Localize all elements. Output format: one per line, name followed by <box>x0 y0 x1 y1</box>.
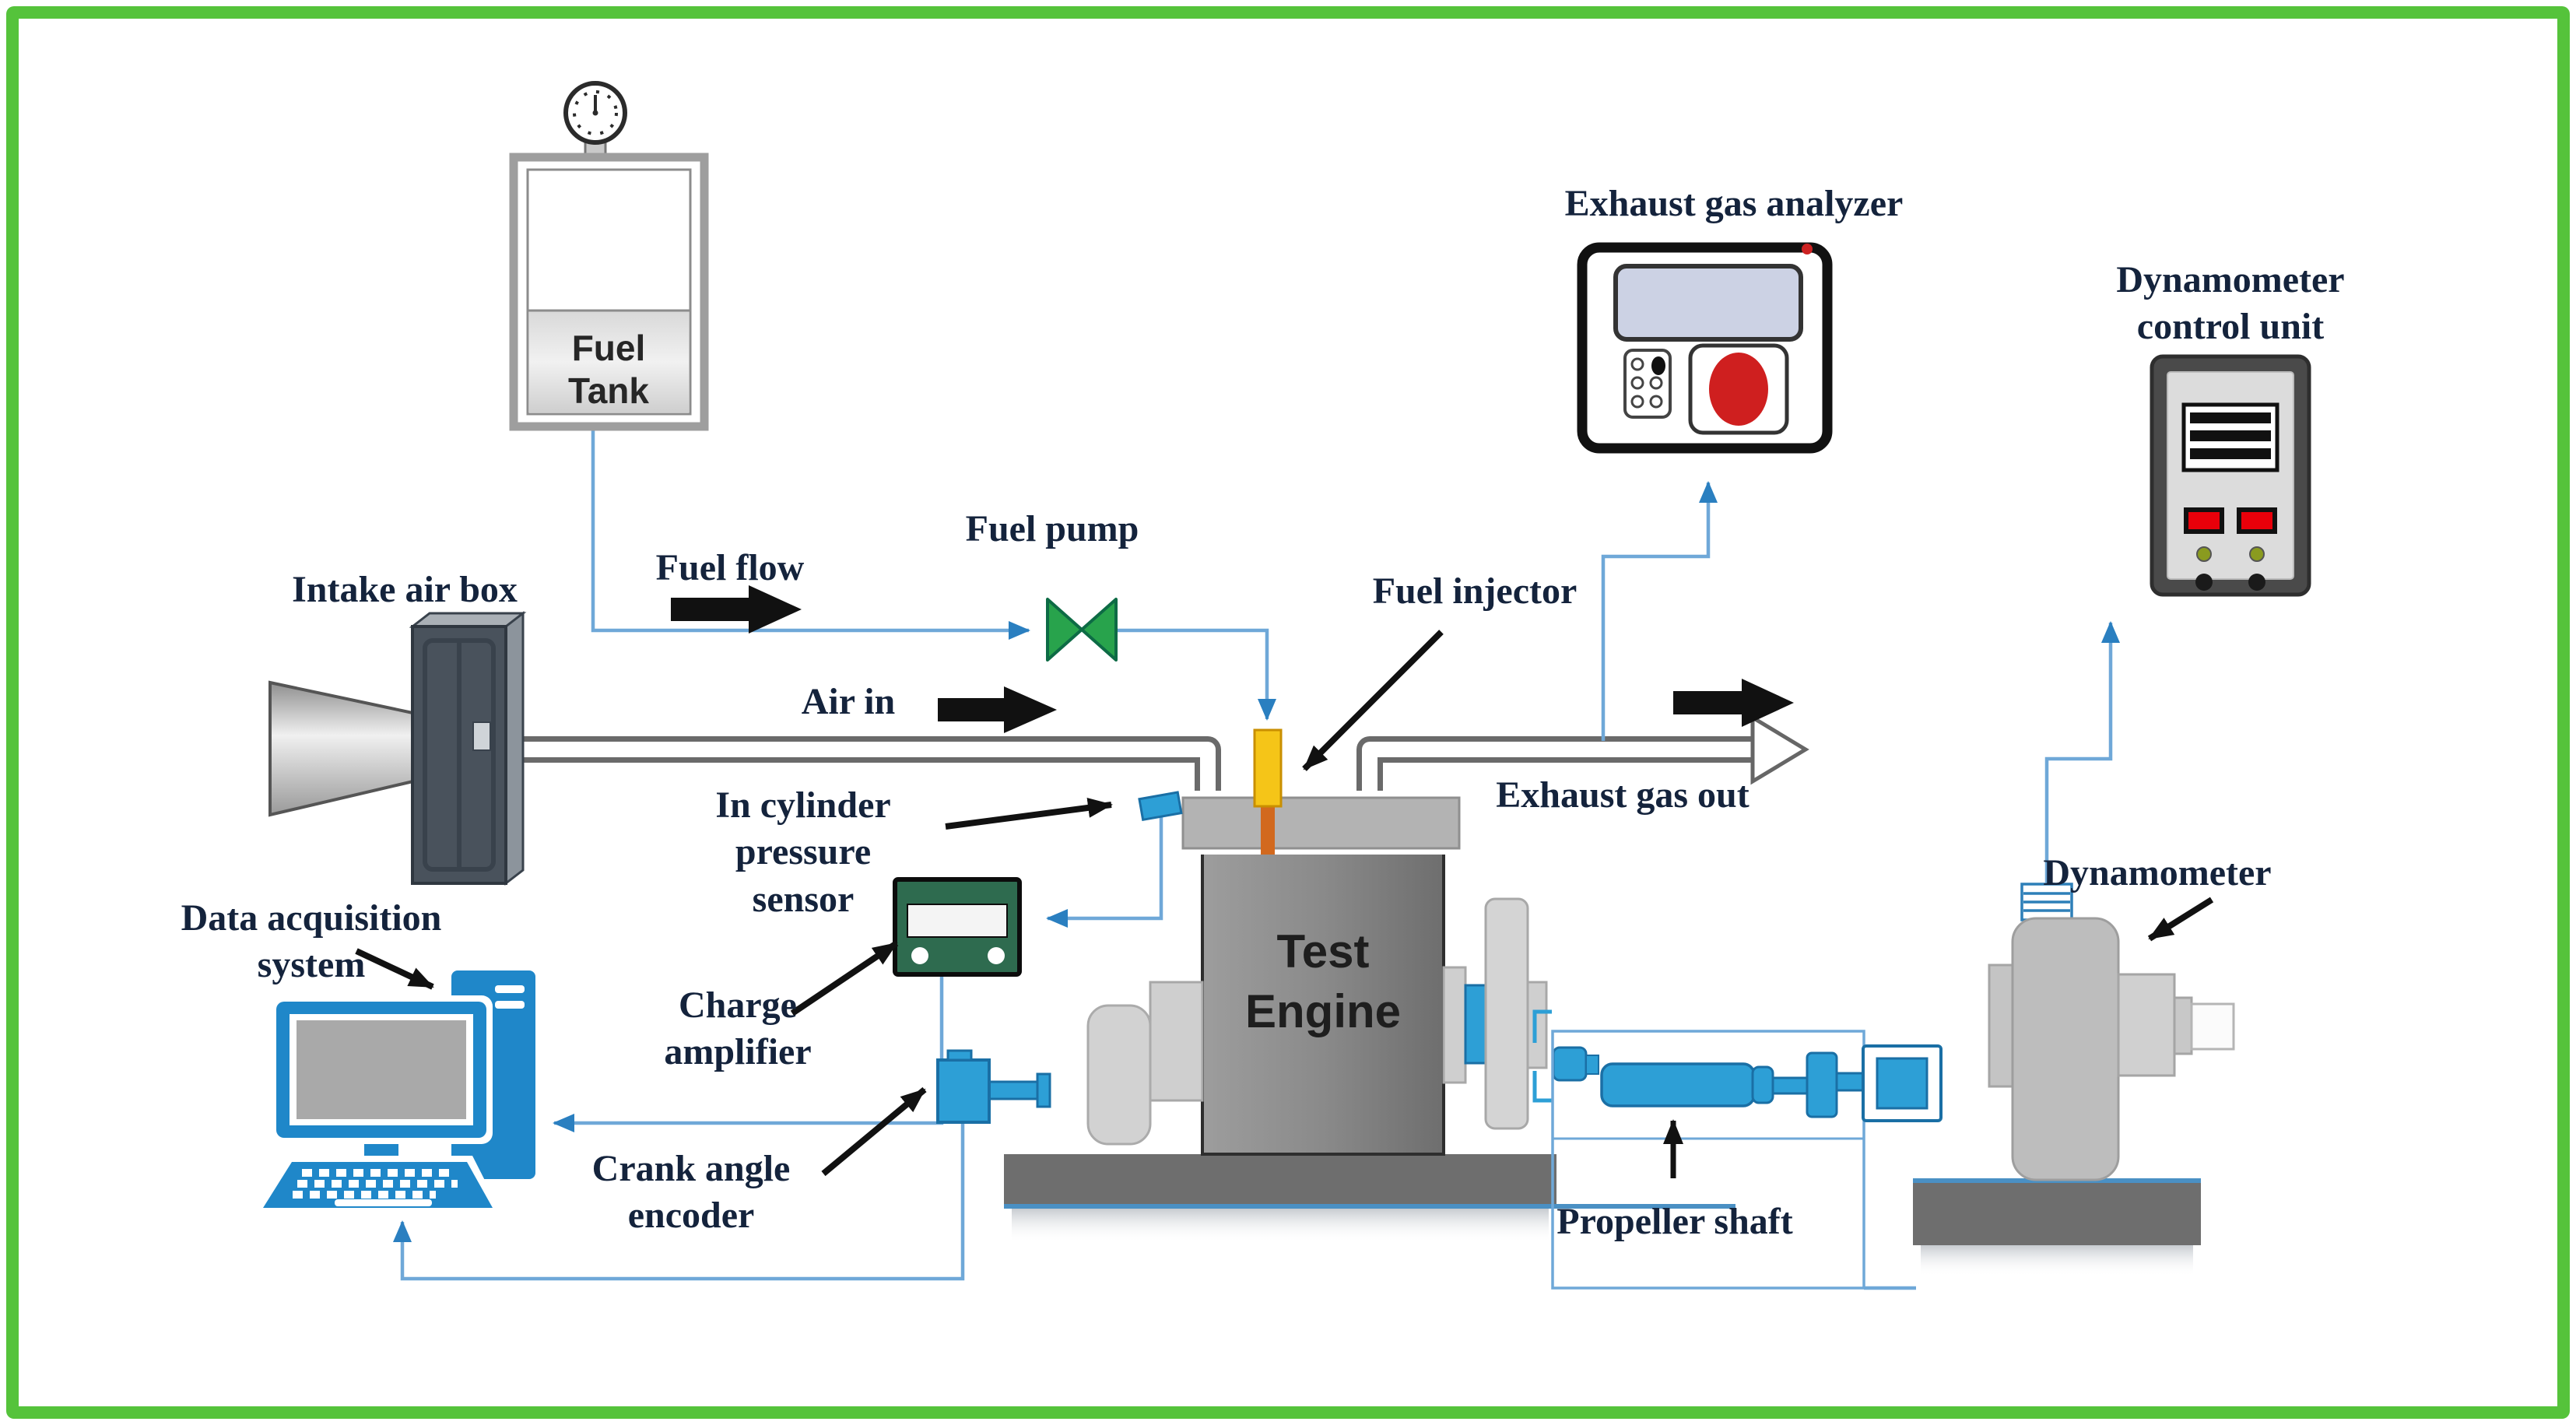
fuel-line-tank-to-pump <box>591 428 1030 640</box>
exhaust-out-arrow-icon <box>1673 679 1794 727</box>
control-knob-icon <box>2195 574 2213 591</box>
label-in-cylinder-pressure-sensor: In cylinder pressure sensor <box>715 784 891 920</box>
flow-arrows <box>671 585 1794 733</box>
fuel-injector-pointer <box>1302 630 1444 771</box>
ribbed-fitting-icon <box>2020 883 2073 921</box>
crank-angle-encoder-assembly <box>936 981 1204 1146</box>
monitor-screen <box>297 1020 466 1119</box>
data-acquisition-computer-icon <box>257 970 535 1216</box>
label-crank-angle-encoder: Crank angle encoder <box>591 1148 791 1237</box>
charge-amplifier-pointer <box>790 940 899 1016</box>
label-dynamometer-control-unit: Dynamometer control unit <box>2116 259 2345 348</box>
label-fuel-tank: Fuel Tank <box>568 328 649 412</box>
label-pointer-arrows <box>355 630 2214 1177</box>
label-charge-amplifier: Charge amplifier <box>664 985 812 1073</box>
fuel-injector-icon <box>1253 728 1283 855</box>
flywheel-icon <box>1484 897 1529 1130</box>
label-exhaust-gas-analyzer: Exhaust gas analyzer <box>1564 183 1904 224</box>
analyzer-keypad-icon <box>1623 349 1672 419</box>
propeller-shaft-assembly <box>1551 1030 1943 1290</box>
label-propeller-shaft: Propeller shaft <box>1556 1201 1793 1242</box>
label-fuel-pump: Fuel pump <box>965 508 1139 549</box>
label-intake-air-box: Intake air box <box>292 569 518 610</box>
line-dyno-to-control-unit <box>2044 621 2120 883</box>
fuel-flow-arrow-icon <box>671 585 802 634</box>
engine-base <box>1004 1154 1556 1204</box>
label-test-engine: Test Engine <box>1244 925 1402 1037</box>
fuel-tank <box>509 81 709 431</box>
analyzer-red-button-icon <box>1709 353 1768 426</box>
fuel-pump-valve-icon <box>1046 598 1118 662</box>
intake-funnel-icon <box>268 680 418 817</box>
dynamometer-control-unit-icon <box>2150 354 2311 597</box>
encoder-shaft <box>988 1080 1039 1100</box>
exhaust-gas-analyzer-icon <box>1577 242 1833 454</box>
charge-amplifier-icon <box>893 877 1022 977</box>
data-acq-pointer <box>355 948 434 990</box>
line-encoder-to-computer <box>393 1122 965 1281</box>
label-dynamometer: Dynamometer <box>2043 852 2272 893</box>
line-exhaust-to-analyzer <box>1601 481 1718 741</box>
intake-air-box <box>268 610 527 886</box>
dynamometer-assembly <box>1913 883 2235 1276</box>
exhaust-outlet-arrow-icon <box>1750 714 1809 785</box>
pressure-gauge-icon <box>563 81 627 160</box>
intake-air-pipe <box>520 736 1221 809</box>
analyzer-display <box>1613 264 1803 342</box>
propeller-shaft-icon <box>1600 1062 1756 1107</box>
label-data-acquisition-system: Data acquisition system <box>181 897 442 986</box>
label-fuel-flow: Fuel flow <box>655 547 805 588</box>
air-in-arrow-icon <box>938 686 1057 733</box>
dynamometer-pointer <box>2147 897 2214 942</box>
exhaust-pipe <box>1356 714 1809 809</box>
crank-angle-encoder-icon <box>936 1058 991 1124</box>
in-cylinder-sensor-pointer <box>945 798 1113 830</box>
label-air-in: Air in <box>801 681 896 722</box>
line-sensor-to-amplifier <box>1046 817 1163 928</box>
engine-head <box>1181 796 1461 850</box>
fuel-line-pump-to-injector <box>1116 628 1276 721</box>
flywheel-coupling <box>1442 897 1599 1130</box>
signal-lines <box>393 428 2120 1290</box>
propeller-shaft-box <box>1551 1030 1865 1290</box>
engine-body <box>1201 843 1445 1156</box>
label-fuel-injector: Fuel injector <box>1372 570 1578 612</box>
dynamometer-base <box>1913 1183 2201 1245</box>
test-engine <box>1004 728 1735 1243</box>
label-exhaust-gas-out: Exhaust gas out <box>1496 774 1750 816</box>
in-cylinder-pressure-sensor-icon <box>1138 791 1183 822</box>
red-led-display-icon <box>2188 512 2220 529</box>
dynamometer-body <box>2011 917 2120 1181</box>
crank-encoder-pointer <box>821 1086 927 1177</box>
